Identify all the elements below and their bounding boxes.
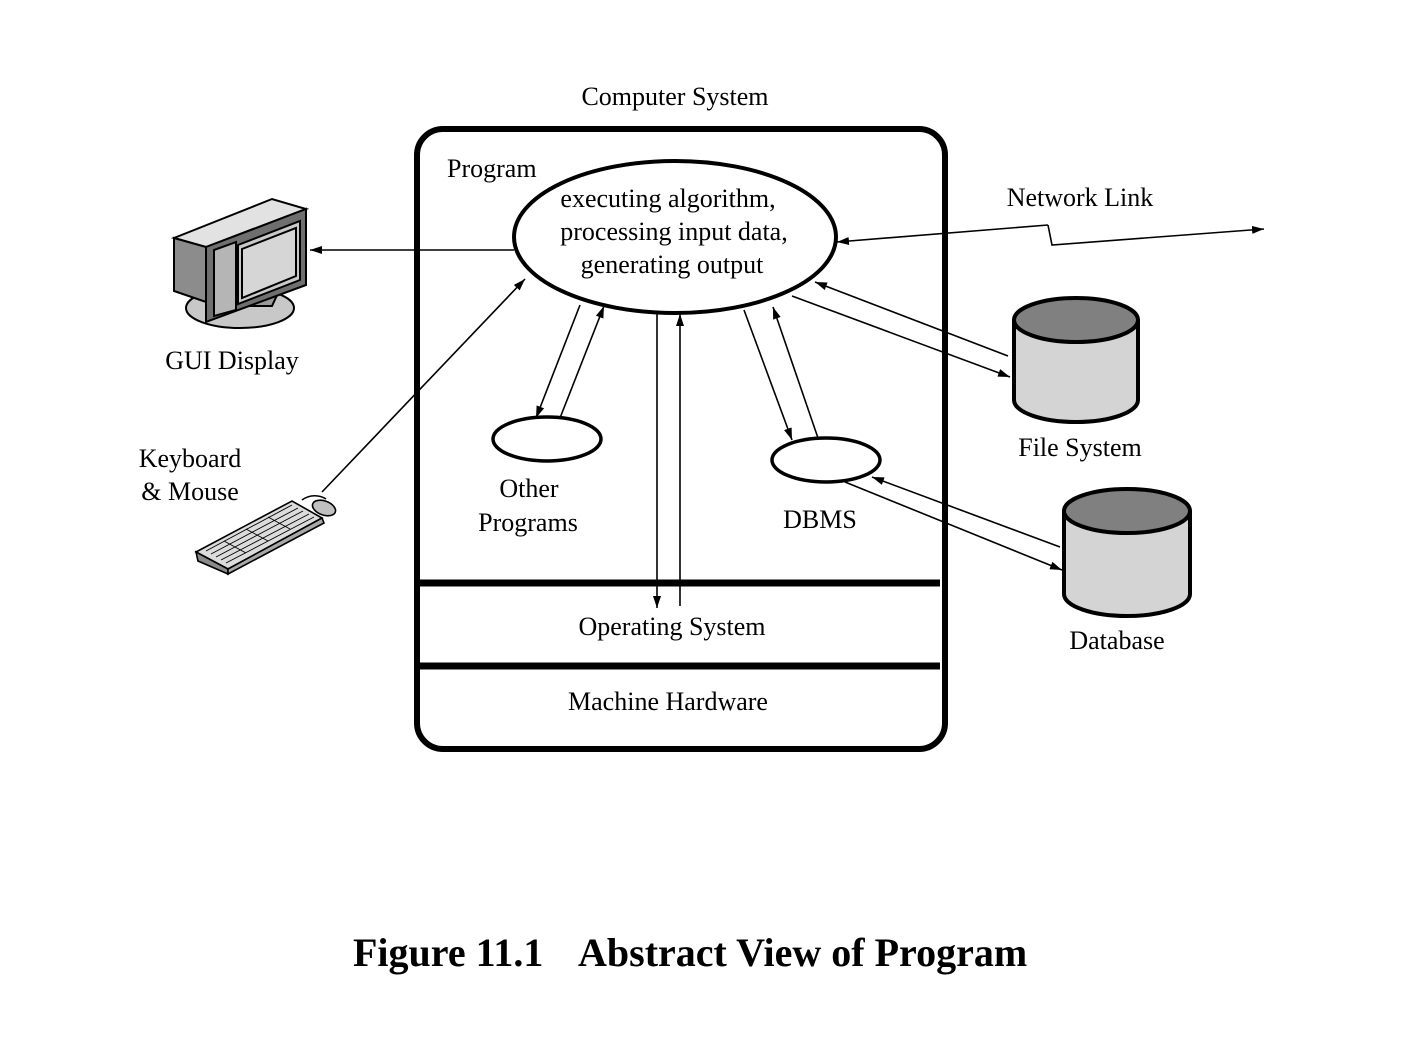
- figure-title: Abstract View of Program: [578, 930, 1027, 975]
- arrow-database-to-dbms: [871, 476, 1061, 548]
- database-cylinder-icon: [1062, 487, 1192, 618]
- other-programs-line-1: Other: [499, 474, 559, 503]
- monitor-icon: [170, 197, 310, 329]
- program-line-1: executing algorithm,: [560, 184, 775, 213]
- program-label: Program: [447, 154, 537, 183]
- dbms-ellipse: [770, 436, 882, 484]
- computer-system-box: [414, 126, 948, 752]
- keyboard-mouse-icon: [194, 494, 337, 576]
- arrow-program-to-other: [535, 304, 581, 419]
- arrow-dbms-to-program: [772, 306, 819, 439]
- program-line-3: generating output: [581, 250, 764, 279]
- arrow-network-to-program: [836, 224, 1049, 246]
- other-programs-line-2: Programs: [478, 508, 578, 537]
- other-programs-ellipse: [491, 415, 603, 463]
- keyboard-label-line-1: Keyboard: [139, 444, 242, 473]
- gui-display-label: GUI Display: [165, 346, 299, 375]
- operating-system-label: Operating System: [578, 612, 765, 641]
- arrow-other-to-program: [559, 305, 605, 419]
- database-label: Database: [1069, 626, 1164, 655]
- arrow-dbms-to-database: [844, 481, 1063, 571]
- dbms-label: DBMS: [783, 505, 857, 534]
- arrow-file-system-to-program: [814, 281, 1009, 357]
- arrow-program-to-file-system: [791, 295, 1011, 378]
- arrow-keyboard-to-program: [321, 278, 526, 493]
- network-link-label: Network Link: [1007, 183, 1154, 212]
- file-system-label: File System: [1018, 433, 1142, 462]
- keyboard-label-line-2: & Mouse: [141, 477, 239, 506]
- program-line-2: processing input data,: [560, 217, 787, 246]
- figure-number: Figure 11.1: [353, 930, 543, 975]
- arrow-program-to-dbms: [743, 309, 793, 441]
- program-ellipse: [512, 159, 838, 315]
- file-system-cylinder-icon: [1012, 296, 1140, 424]
- system-title: Computer System: [581, 82, 768, 111]
- network-link-line: [1047, 224, 1265, 246]
- machine-hardware-label: Machine Hardware: [568, 687, 768, 716]
